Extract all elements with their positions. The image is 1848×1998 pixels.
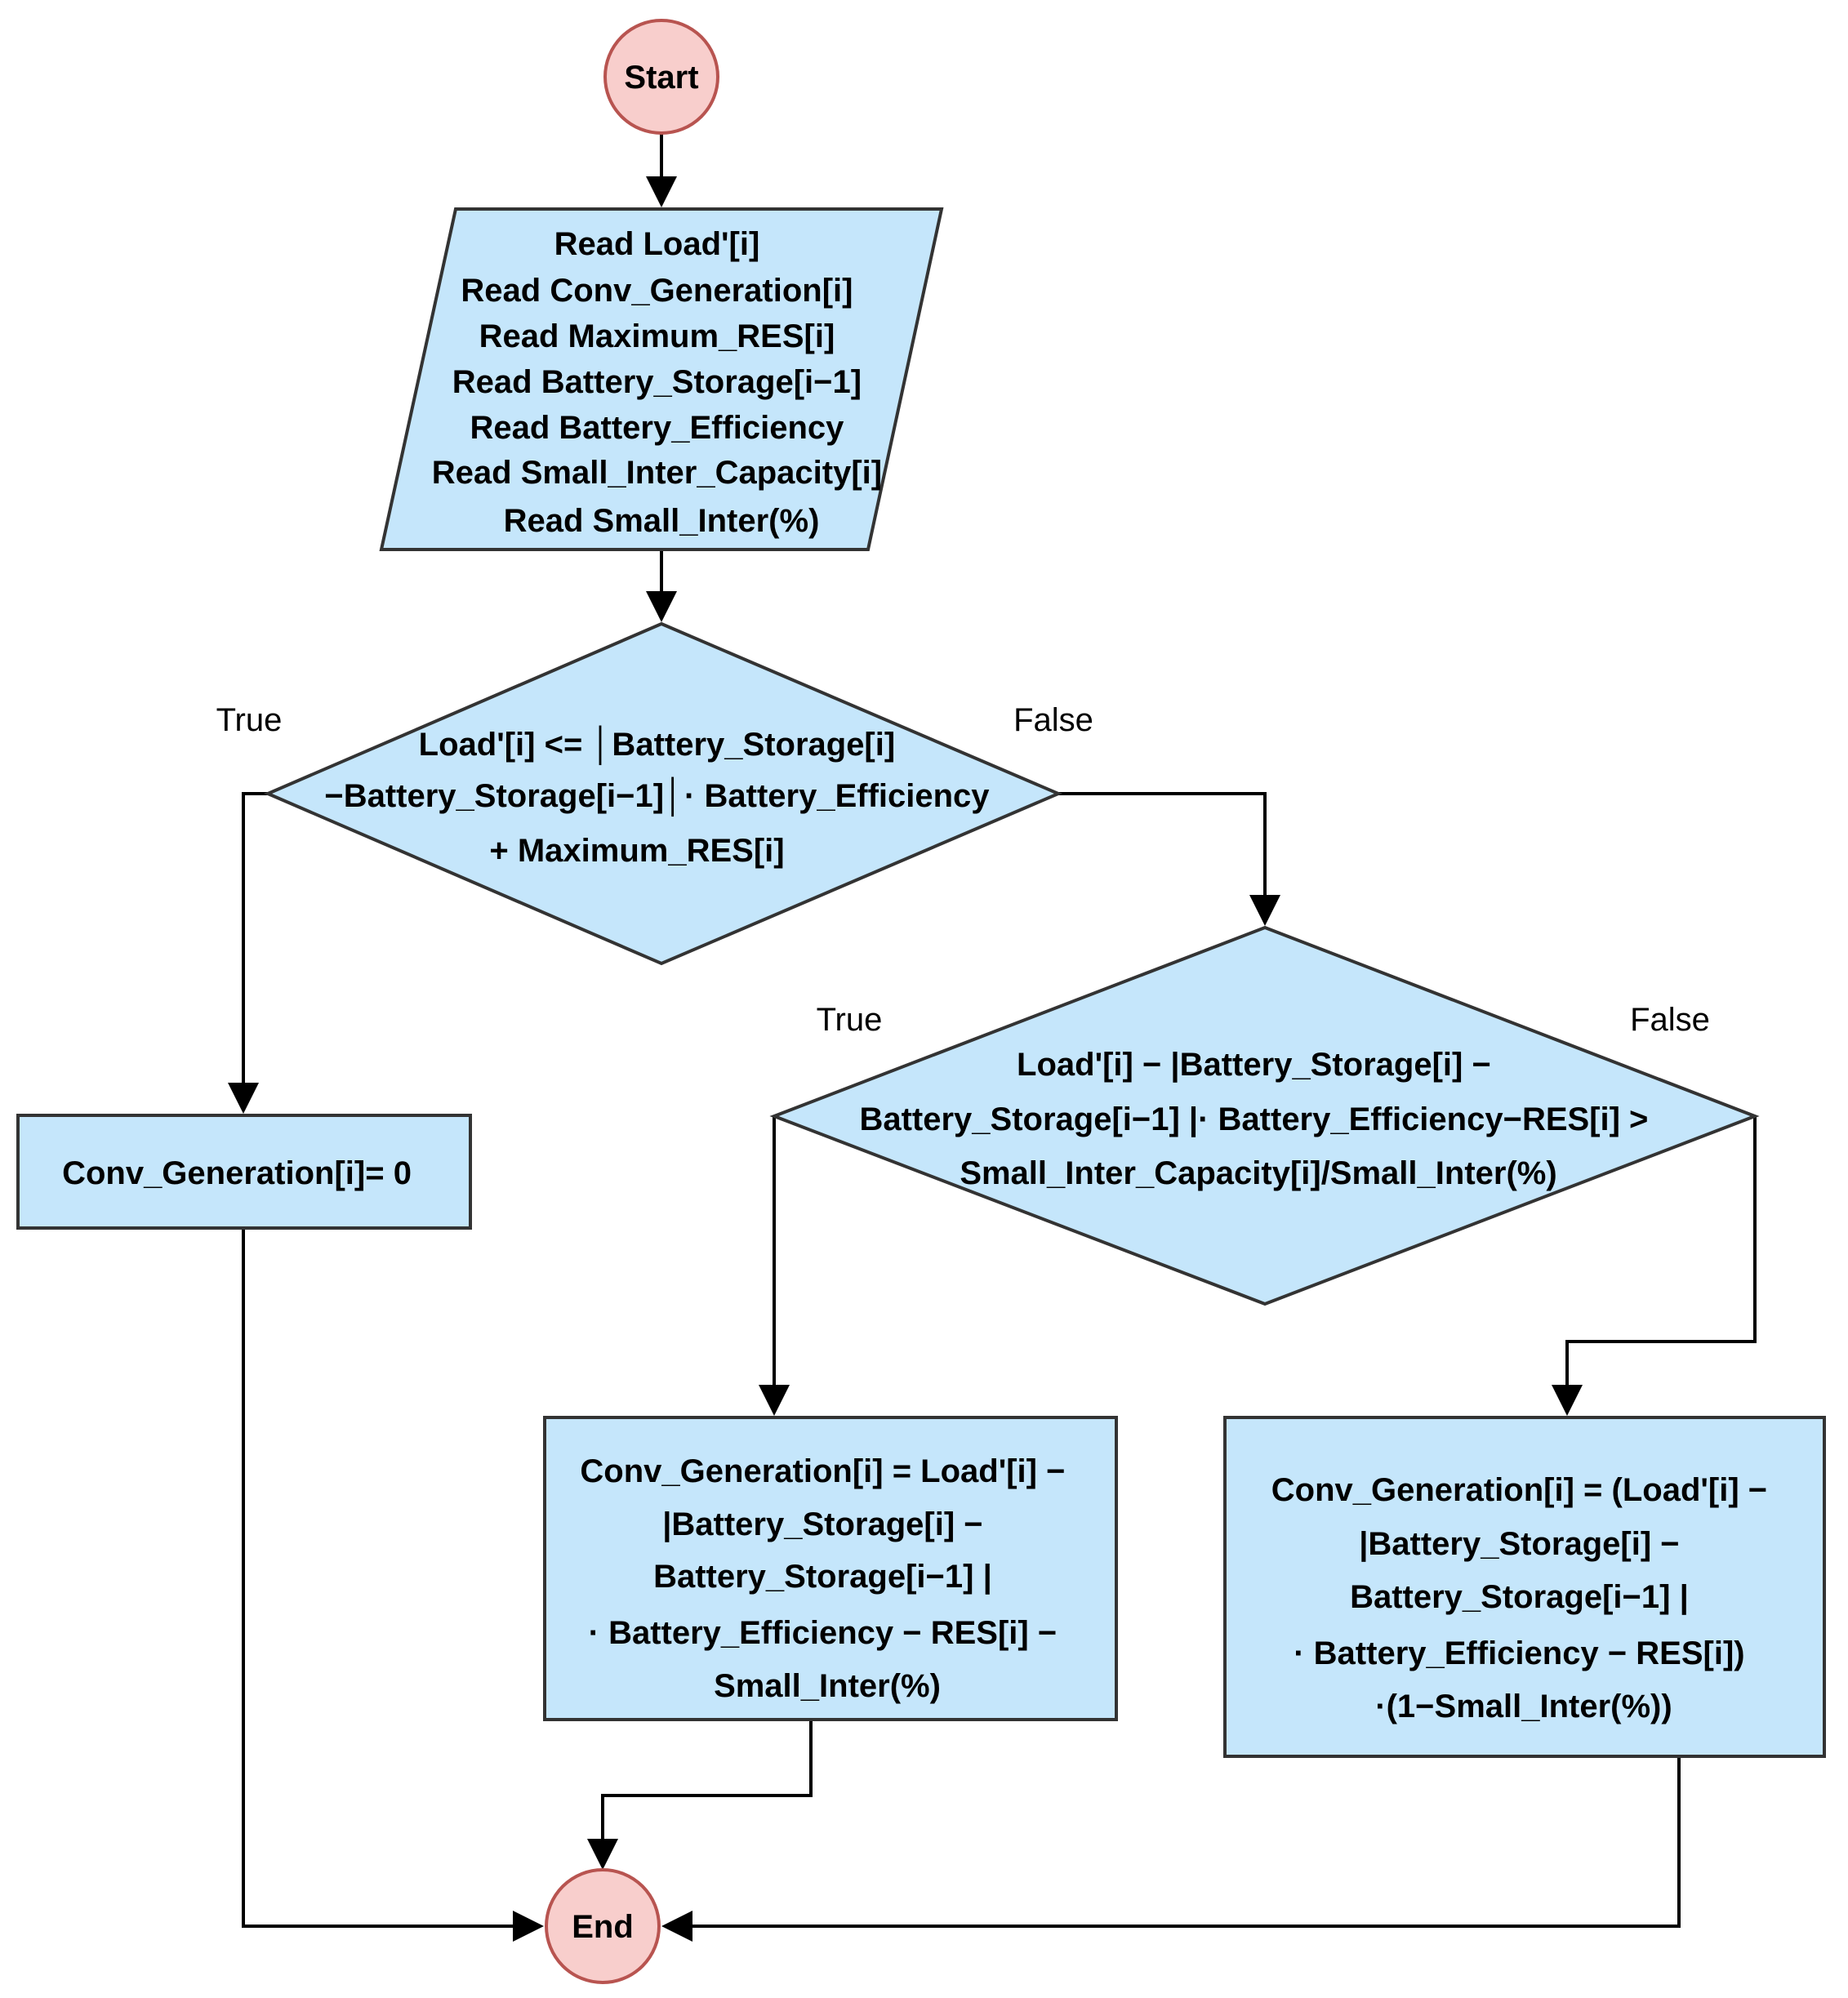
edge-process-zero-to-end xyxy=(242,1229,514,1928)
decision2-line: Battery_Storage[i−1] |· Battery_Efficien… xyxy=(859,1101,1648,1137)
end-circle xyxy=(545,1868,661,1984)
arrowhead xyxy=(646,176,677,207)
input-line: Read Battery_Storage[i−1] xyxy=(452,364,862,400)
svg-text:Conv_Generation[i] = (Load'[i]: Conv_Generation[i] = (Load'[i] − |Batter… xyxy=(1271,1472,1776,1724)
input-line: Read Small_Inter(%) xyxy=(504,503,820,539)
process-true-box xyxy=(543,1416,1118,1721)
arrowhead xyxy=(1249,895,1280,926)
process-false-line: |Battery_Storage[i] − xyxy=(1359,1526,1679,1562)
process-false-line: ·(1−Small_Inter(%)) xyxy=(1375,1689,1672,1724)
svg-text:Load'[i] <= │Battery_Storage[i: Load'[i] <= │Battery_Storage[i] −Battery… xyxy=(324,725,998,869)
process-true-line: Conv_Generation[i] = Load'[i] − xyxy=(580,1453,1065,1489)
decision2-line: Load'[i] − |Battery_Storage[i] − xyxy=(1017,1047,1491,1083)
arrowhead xyxy=(759,1385,790,1416)
input-parallelogram xyxy=(379,207,944,551)
process-true-line: Battery_Storage[i−1] | xyxy=(653,1559,992,1595)
process-false-line: · Battery_Efficiency − RES[i]) xyxy=(1294,1635,1744,1671)
end-label: End xyxy=(572,1909,634,1945)
decision2-false-label: False xyxy=(1630,1002,1710,1038)
input-line: Read Battery_Efficiency xyxy=(470,410,844,446)
decision1-diamond xyxy=(263,621,1063,966)
process-false-line: Conv_Generation[i] = (Load'[i] − xyxy=(1271,1472,1767,1508)
start-label: Start xyxy=(624,60,698,96)
arrowhead xyxy=(646,591,677,622)
decision1-line: + Maximum_RES[i] xyxy=(489,833,784,869)
decision2-diamond xyxy=(769,925,1760,1306)
process-zero-node: Conv_Generation[i]= 0 xyxy=(16,1114,472,1230)
start-node: Start xyxy=(603,19,719,135)
svg-text:Load'[i] − |Battery_Storage[i]: Load'[i] − |Battery_Storage[i] − Battery… xyxy=(859,1047,1657,1191)
edge-process-false-to-end xyxy=(690,1757,1681,1928)
edge-process-true-to-end xyxy=(601,1720,813,1842)
decision1-true-label: True xyxy=(216,702,283,738)
arrowhead xyxy=(228,1083,259,1114)
arrowhead xyxy=(661,1911,692,1942)
arrowhead xyxy=(587,1839,618,1870)
arrowhead xyxy=(1552,1385,1583,1416)
process-zero-box xyxy=(16,1114,472,1230)
decision1-line: Load'[i] <= │Battery_Storage[i] xyxy=(419,725,896,766)
start-circle xyxy=(603,19,719,135)
input-line: Read Load'[i] xyxy=(554,226,760,262)
end-node: End xyxy=(545,1868,661,1984)
input-line: Read Maximum_RES[i] xyxy=(479,318,835,354)
input-line: Read Small_Inter_Capacity[i] xyxy=(432,455,882,491)
process-zero-line: Conv_Generation[i]= 0 xyxy=(62,1155,412,1191)
decision2-line: Small_Inter_Capacity[i]/Small_Inter(%) xyxy=(960,1155,1556,1191)
decision1-node: Load'[i] <= │Battery_Storage[i] −Battery… xyxy=(216,621,1093,966)
edges xyxy=(228,133,1757,1942)
process-false-node: Conv_Generation[i] = (Load'[i] − |Batter… xyxy=(1223,1416,1826,1758)
decision2-true-label: True xyxy=(817,1002,883,1038)
process-true-line: · Battery_Efficiency − RES[i] − xyxy=(589,1615,1058,1651)
process-false-line: Battery_Storage[i−1] | xyxy=(1350,1579,1689,1615)
decision2-node: Load'[i] − |Battery_Storage[i] − Battery… xyxy=(769,925,1760,1306)
edge-decision2-false xyxy=(1565,1116,1757,1388)
edge-decision1-false xyxy=(1058,792,1267,897)
arrowhead xyxy=(513,1911,544,1942)
process-true-line: Small_Inter(%) xyxy=(714,1668,941,1704)
process-false-box xyxy=(1223,1416,1826,1758)
input-line: Read Conv_Generation[i] xyxy=(461,273,853,309)
decision1-line: −Battery_Storage[i−1]│· Battery_Efficien… xyxy=(324,777,990,817)
edge-decision1-true xyxy=(242,792,268,1086)
input-node: Read Load'[i] Read Conv_Generation[i] Re… xyxy=(379,207,944,551)
process-true-node: Conv_Generation[i] = Load'[i] − |Battery… xyxy=(543,1416,1118,1721)
svg-text:Read Load'[i] Read Conv_: Read Load'[i] Read Conv_Generation[i] Re… xyxy=(432,226,891,539)
decision1-false-label: False xyxy=(1013,702,1093,738)
process-true-line: |Battery_Storage[i] − xyxy=(662,1506,982,1542)
svg-text:Conv_Generation[i] = Load'[i]: Conv_Generation[i] = Load'[i] − |Battery… xyxy=(580,1453,1074,1704)
